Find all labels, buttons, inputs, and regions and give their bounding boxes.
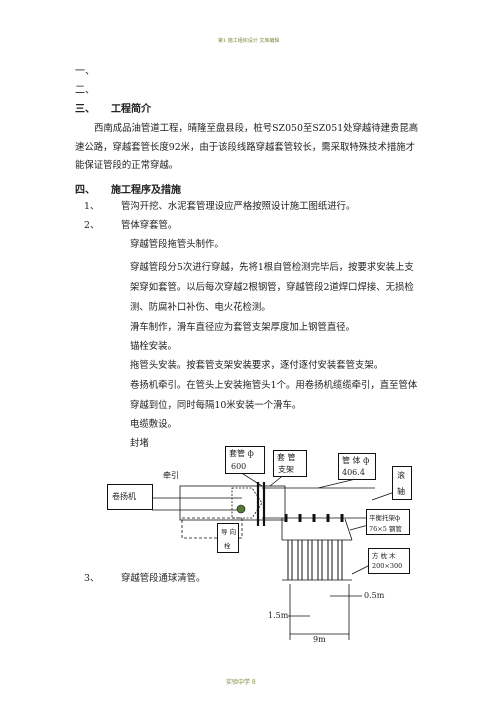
substep-4: 锚栓安装。 <box>130 341 177 352</box>
step3-text: 穿越管段通球清管。 <box>121 573 206 584</box>
section4-title: 施工程序及措施 <box>111 185 181 196</box>
timber-size-label: 200×300 <box>372 562 403 570</box>
step2-number: 2、 <box>84 220 100 231</box>
dimension-9m: 9m <box>313 635 326 644</box>
section3-title: 工程简介 <box>111 104 151 115</box>
dimension-1-5m: 1.5m <box>268 611 289 620</box>
page-footer: 实验中学 8 <box>226 679 256 686</box>
winch-box <box>107 484 153 510</box>
substep-6: 卷扬机牵引。在管头上安装拖管头1个。用卷扬机缆缆牵引，直至管体穿越到位，同时每隔… <box>130 380 418 411</box>
section4-number: 四、 <box>75 185 95 196</box>
casing-size-label: 600 <box>231 462 247 471</box>
timber-callout-box <box>368 548 410 574</box>
substep-8: 封堵 <box>130 438 149 449</box>
guide-label: 导 向 <box>221 528 237 536</box>
section3-paragraph: 西南成品油管道工程，晴隆至盘县段，桩号SZ050至SZ051处穿越待建贵昆高速公… <box>75 123 419 171</box>
step1-text: 管沟开挖、水泥套管理设应严格按照设计施工图纸进行。 <box>121 201 356 212</box>
casing-label: 套管 ф <box>229 449 254 458</box>
bracket-size-label: 76×5 钢管 <box>369 525 402 533</box>
step1-number: 1、 <box>84 201 100 212</box>
outline-item-1: 一、 <box>75 66 95 77</box>
bracket-callout-box <box>366 509 410 535</box>
roller-label: 滚 <box>397 471 405 480</box>
step3-number: 3、 <box>84 573 100 584</box>
section3-number: 三、 <box>75 104 95 115</box>
substep-3: 滑车制作，滑车直径应为套管支架厚度加上钢管直径。 <box>130 322 356 333</box>
timber-label: 方 枕 木 <box>372 552 396 560</box>
dimension-0-5m: 0.5m <box>364 591 385 600</box>
pull-label: 牵引 <box>163 471 179 480</box>
support-callout-box <box>273 450 307 477</box>
support-label: 套 管 <box>277 453 296 462</box>
bracket-label: 平衡托架ф <box>369 514 401 522</box>
outline-item-2: 二、 <box>75 85 95 96</box>
roller-callout-box <box>392 466 412 500</box>
substep-1: 穿越管段拖管头制作。 <box>130 239 224 250</box>
guide-bolt <box>236 504 246 514</box>
pipe-label: 管 体 ф <box>342 456 370 465</box>
step2-text: 管体穿套管。 <box>121 220 178 231</box>
pipe-size-label: 406.4 <box>342 468 365 477</box>
support-label-2: 支架 <box>278 465 294 474</box>
casing-callout-box <box>225 446 265 474</box>
substep-2: 穿越管段分5次进行穿越，先将1根自管检测完毕后，按要求安装上支架穿如套管。以后每… <box>130 262 414 313</box>
guide-callout-box <box>217 523 239 553</box>
substep-7: 电缆敷设。 <box>130 419 177 430</box>
roller-label-2: 轴 <box>397 487 405 496</box>
pipe-callout-box <box>338 453 376 480</box>
casing-pipe <box>179 485 286 521</box>
winch-label: 卷扬机 <box>112 492 136 501</box>
page-header: 第1 施工组织设计 文库编辑 <box>218 38 280 44</box>
guide-label-2: 栓 <box>224 542 231 550</box>
substep-5: 拖管头安装。按套管支架安装要求，逐付逐付安装套管支架。 <box>130 360 384 371</box>
